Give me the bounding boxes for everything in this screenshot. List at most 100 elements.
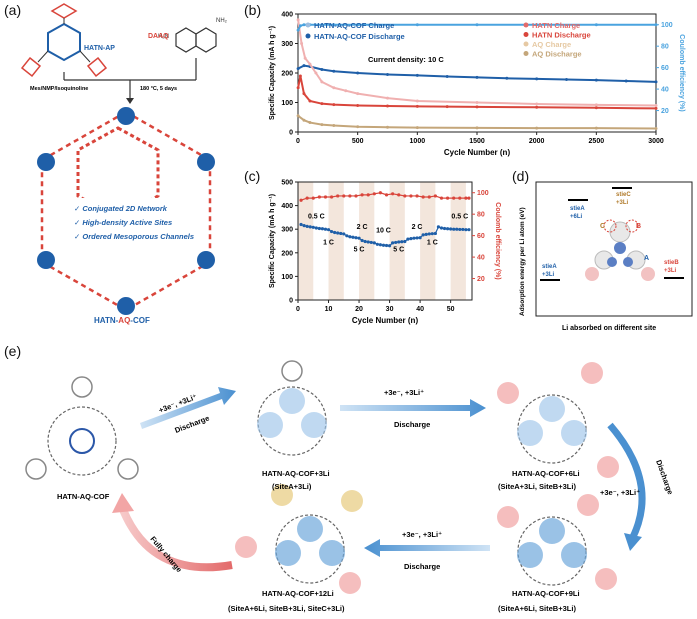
state-9li-sites: (SiteA+6Li, SiteB+3Li)	[498, 604, 576, 613]
y-right-tick-label: 60	[477, 233, 485, 240]
feature-item: ✓ Ordered Mesoporous Channels	[74, 232, 195, 241]
data-point	[594, 106, 598, 110]
data-point	[467, 196, 471, 200]
data-point	[372, 241, 376, 245]
data-point	[299, 222, 303, 227]
data-point	[387, 244, 392, 248]
data-point	[329, 195, 334, 199]
data-point	[314, 71, 318, 75]
data-point	[332, 124, 336, 128]
y-tick-label: 300	[281, 41, 293, 48]
data-point	[442, 226, 447, 231]
data-point	[458, 227, 462, 232]
data-point	[415, 23, 419, 27]
y-right-tick-label: 80	[661, 44, 669, 51]
data-point	[378, 243, 383, 247]
step3-side: Discharge	[654, 459, 675, 496]
data-point	[439, 226, 444, 230]
daaq-label: DAAQ	[148, 33, 169, 40]
data-point	[302, 92, 306, 96]
level-b3-site: stieB	[664, 260, 679, 266]
rate-band	[450, 182, 466, 300]
data-point	[369, 240, 373, 245]
y-tick-label: 0	[289, 298, 293, 305]
x-tick-label: 1000	[410, 138, 426, 145]
legend-label: HATN Discharge	[532, 31, 591, 40]
data-point	[342, 194, 346, 198]
data-point	[356, 23, 360, 27]
rate-label: 5 C	[393, 247, 404, 254]
step4-top: +3e⁻, +3Li⁺	[402, 530, 442, 539]
x-tick-label: 3000	[648, 138, 664, 145]
data-point	[302, 224, 306, 228]
arrow-step3	[607, 422, 646, 541]
y-right-tick-label: 80	[477, 212, 485, 219]
y-tick-label: 300	[281, 227, 293, 234]
y-axis-label: Specific Capacity (mA h g⁻¹)	[269, 194, 276, 288]
data-point	[363, 239, 367, 244]
data-point	[348, 194, 352, 198]
data-point	[415, 73, 419, 77]
y-tick-label: 0	[289, 130, 293, 137]
data-point	[360, 238, 364, 243]
step1-bottom: Discharge	[173, 413, 210, 434]
data-point	[403, 239, 407, 244]
state-9li-name: HATN-AQ-COF+9Li	[512, 589, 580, 598]
data-point	[320, 227, 325, 231]
data-point	[308, 62, 312, 66]
data-point	[409, 194, 413, 198]
data-point	[298, 24, 302, 28]
data-point	[296, 28, 300, 32]
panel-label-b: (b)	[244, 2, 262, 18]
legend-marker	[523, 32, 529, 37]
data-point	[415, 104, 419, 108]
y-right-tick-label: 40	[477, 255, 485, 262]
hatn-ap-molecule-icon	[20, 3, 108, 78]
data-point	[339, 231, 343, 236]
cof-product-label: HATN-AQ-COF	[94, 316, 150, 325]
legend-marker	[523, 51, 529, 56]
features-list: ✓ Conjugated 2D Network ✓ High-density A…	[74, 202, 194, 244]
molecule-cof-9li-icon	[497, 494, 617, 590]
data-point	[403, 194, 407, 198]
legend-label: HATN-AQ-COF Discharge	[314, 32, 405, 41]
x-axis-label: Cycle Number (n)	[444, 148, 511, 157]
state-12li-sites: (SiteA+6Li, SiteB+3Li, SiteC+3Li)	[228, 604, 345, 613]
level-c3-site: stieC	[616, 192, 631, 198]
daaq-molecule-icon: NH₂ H₂N	[158, 18, 228, 53]
data-point	[386, 72, 389, 76]
y-right-tick-label: 100	[477, 190, 489, 197]
site-marker-c: C	[600, 223, 605, 230]
data-point	[445, 227, 450, 231]
x-tick-label: 30	[386, 306, 394, 313]
data-point	[594, 78, 598, 82]
data-point	[356, 92, 360, 96]
data-point	[366, 240, 370, 244]
y-tick-label: 100	[281, 274, 293, 281]
plot-frame	[297, 181, 473, 301]
y-right-tick-label: 20	[477, 276, 485, 283]
data-point	[464, 228, 468, 232]
level-b3-li: +3Li	[664, 268, 677, 274]
x-tick-label: 40	[416, 306, 424, 313]
data-point	[299, 198, 303, 202]
panel-a-scheme: HATN-AP NH₂ H₂N DAAQ Mes/NMP/Isoquinolin…	[20, 3, 228, 315]
data-point	[300, 42, 304, 45]
panel-d-xlabel: Li absorbed on different site	[562, 325, 656, 332]
data-point	[535, 102, 539, 106]
data-point	[433, 231, 437, 236]
data-point	[360, 193, 364, 197]
rate-label: 2 C	[412, 224, 423, 231]
data-point	[391, 192, 395, 196]
y-tick-label: 500	[281, 180, 293, 187]
y-right-axis-label: Coulomb efficiency (%)	[494, 202, 501, 279]
molecule-hatn-aq-cof-icon	[25, 376, 139, 480]
x-axis-label: Cycle Number (n)	[352, 316, 419, 325]
data-point	[354, 194, 358, 198]
data-point	[436, 225, 441, 229]
data-point	[654, 23, 658, 27]
level-a6-site: stieA	[570, 206, 585, 212]
data-point	[372, 192, 376, 196]
data-point	[384, 193, 389, 197]
